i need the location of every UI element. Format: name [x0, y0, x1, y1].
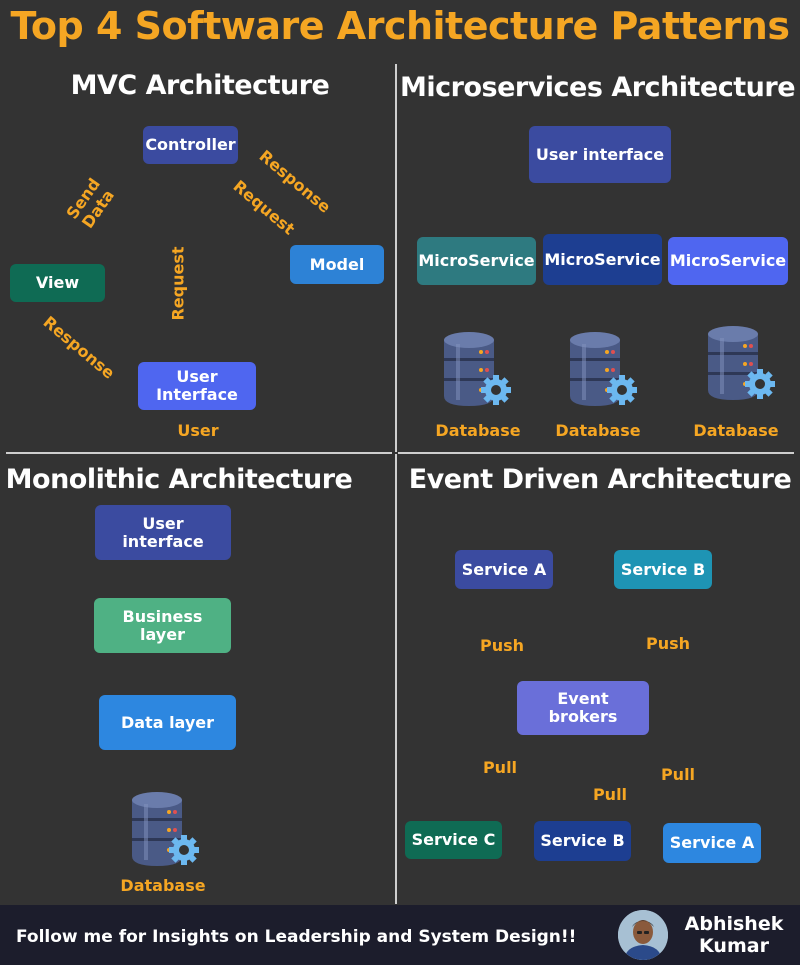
mvc-send-data-label: Send Data — [62, 174, 118, 232]
mono-data-layer-box: Data layer — [99, 695, 236, 750]
mono-business-layer-box: Business layer — [94, 598, 231, 653]
mvc-model-box: Model — [290, 245, 384, 284]
micro-database-label-2: Database — [555, 421, 641, 440]
mvc-request-mid-label: Request — [168, 246, 188, 321]
micro-database-label-1: Database — [435, 421, 521, 440]
mvc-view-box: View — [10, 264, 105, 302]
event-service-a-top-box: Service A — [455, 550, 553, 589]
footer-bar: Follow me for Insights on Leadership and… — [0, 905, 800, 965]
microservices-title: Microservices Architecture — [400, 72, 796, 103]
divider-bottom-vertical — [395, 454, 397, 904]
event-push-left-label: Push — [479, 636, 525, 655]
divider-top-vertical — [395, 64, 397, 452]
main-title: Top 4 Software Architecture Patterns — [10, 4, 790, 48]
event-pull-center-label: Pull — [592, 785, 628, 804]
event-pull-left-label: Pull — [482, 758, 518, 777]
footer-cta-text: Follow me for Insights on Leadership and… — [16, 927, 577, 947]
database-icon — [708, 326, 775, 400]
event-service-b-bottom-box: Service B — [534, 821, 631, 861]
mono-database-label: Database — [120, 876, 206, 895]
mono-user-interface-box: User interface — [95, 505, 231, 560]
divider-left-horizontal — [6, 452, 392, 454]
event-brokers-box: Event brokers — [517, 681, 649, 735]
avatar-icon — [618, 910, 668, 960]
microservice-box-3: MicroService — [668, 237, 788, 285]
event-driven-title: Event Driven Architecture — [408, 464, 792, 495]
monolithic-title: Monolithic Architecture — [5, 464, 353, 495]
database-icon — [444, 332, 511, 406]
mvc-controller-box: Controller — [143, 126, 238, 164]
event-push-right-label: Push — [645, 634, 691, 653]
microservice-box-2: MicroService — [543, 234, 662, 285]
event-service-b-top-box: Service B — [614, 550, 712, 589]
event-service-c-box: Service C — [405, 821, 502, 859]
mvc-response-left-label: Response — [39, 312, 119, 383]
divider-right-horizontal — [398, 452, 794, 454]
microservice-box-1: MicroService — [417, 237, 536, 285]
mvc-title: MVC Architecture — [70, 70, 330, 101]
event-service-a-bottom-box: Service A — [663, 823, 761, 863]
mvc-user-label: User — [177, 421, 219, 440]
event-pull-right-label: Pull — [660, 765, 696, 784]
micro-user-interface-box: User interface — [529, 126, 671, 183]
database-icon — [570, 332, 637, 406]
micro-database-label-3: Database — [693, 421, 779, 440]
avatar — [618, 910, 668, 960]
database-icon — [132, 792, 199, 866]
mvc-user-interface-box: User Interface — [138, 362, 256, 410]
author-name: Abhishek Kumar — [684, 913, 784, 957]
